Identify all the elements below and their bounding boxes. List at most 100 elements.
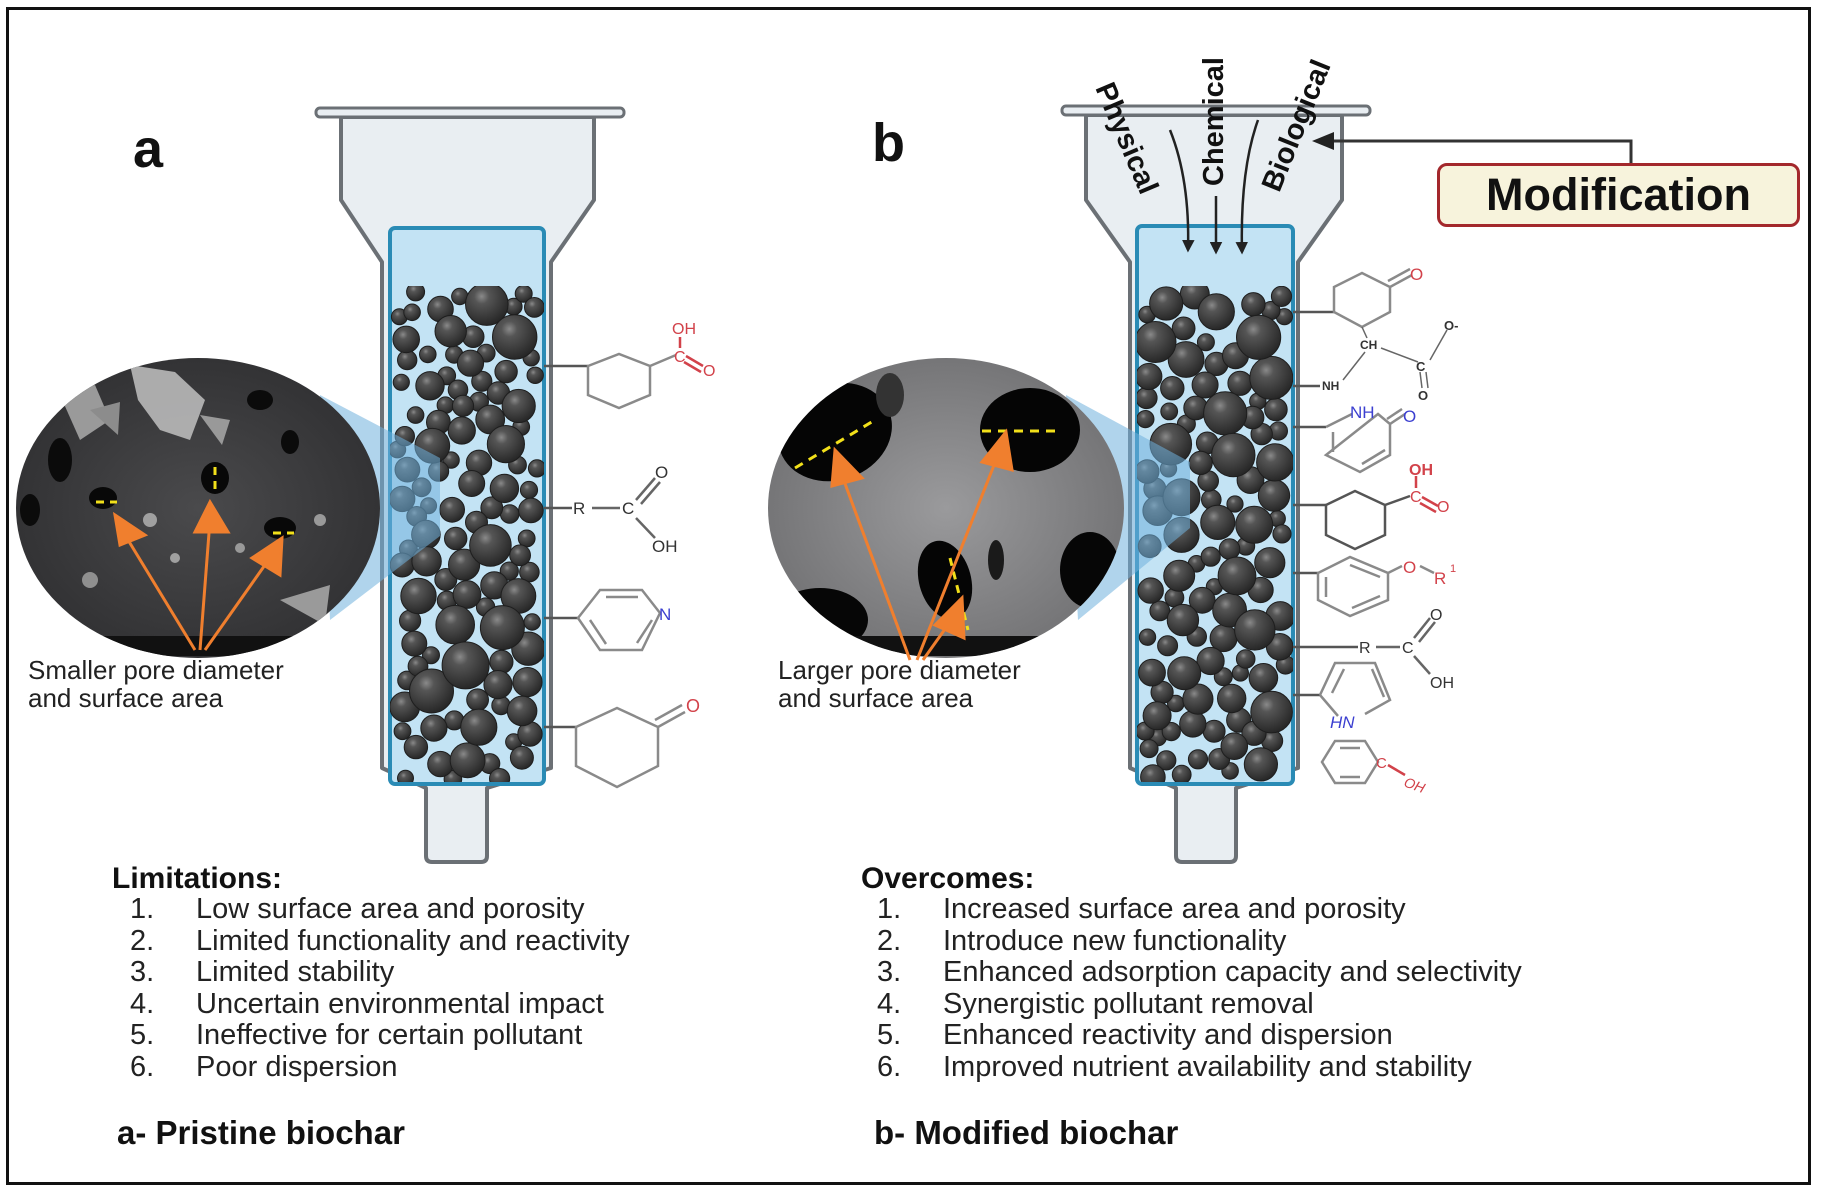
biochar-bead bbox=[1149, 600, 1171, 622]
biochar-bead bbox=[465, 286, 509, 326]
list-item-text: Introduce new functionality bbox=[943, 924, 1287, 957]
list-item: 1.Increased surface area and porosity bbox=[877, 893, 1522, 926]
biochar-bead bbox=[486, 425, 525, 464]
chem-r-a2: R bbox=[573, 499, 585, 518]
chem-ominus-b2: O- bbox=[1444, 318, 1458, 333]
biochar-bead bbox=[1234, 609, 1276, 651]
biochar-bead bbox=[1137, 410, 1155, 429]
biochar-bead bbox=[1257, 479, 1291, 512]
chem-labels-b: O CH NH C O- O NH O OH C O O R 1 R C O O… bbox=[1322, 265, 1458, 796]
biochar-bead bbox=[422, 646, 440, 665]
biochar-bead bbox=[506, 695, 538, 727]
biochar-bead bbox=[1171, 316, 1196, 341]
pore-label-b-line2: and surface area bbox=[778, 683, 974, 713]
biochar-bead bbox=[406, 406, 425, 424]
caption-pristine: a- Pristine biochar bbox=[117, 1114, 405, 1151]
biochar-bead bbox=[1142, 701, 1172, 731]
chem-oh-b4: OH bbox=[1409, 462, 1433, 479]
biochar-bead bbox=[480, 496, 504, 520]
list-item: 6.Poor dispersion bbox=[130, 1051, 630, 1084]
biochar-bead bbox=[1220, 732, 1249, 761]
column-a-lip bbox=[314, 106, 626, 119]
biochar-bead bbox=[1171, 764, 1192, 782]
chem-c-a2: C bbox=[622, 499, 634, 518]
column-b-lip bbox=[1060, 104, 1372, 117]
biochar-bead bbox=[1243, 747, 1279, 782]
biochar-bead bbox=[1166, 603, 1200, 637]
biochar-bead bbox=[1235, 649, 1256, 669]
biochar-bead bbox=[1217, 683, 1247, 714]
biochar-bead bbox=[1211, 432, 1256, 478]
chem-oh-b8: OH bbox=[1402, 774, 1428, 797]
biochar-bead bbox=[1187, 749, 1209, 770]
biochar-bead bbox=[397, 349, 418, 371]
list-item: 3.Limited stability bbox=[130, 956, 630, 989]
panel-letter-b: b bbox=[872, 113, 905, 173]
biochar-bead bbox=[1157, 635, 1179, 657]
chem-ch-b2: CH bbox=[1360, 338, 1377, 352]
biochar-bead bbox=[1196, 646, 1225, 676]
biochar-bead bbox=[456, 349, 485, 377]
biochar-bead bbox=[420, 714, 448, 742]
biochar-bead bbox=[409, 668, 454, 714]
biochar-bead bbox=[1149, 286, 1184, 321]
modification-arrows bbox=[1168, 119, 1260, 255]
list-item-number: 4. bbox=[877, 987, 902, 1020]
biochar-bead bbox=[1256, 443, 1293, 482]
biochar-bead bbox=[1227, 370, 1253, 396]
modification-label-box: Modification bbox=[1437, 163, 1800, 227]
chem-o-b1: O bbox=[1410, 265, 1423, 284]
biochar-bead bbox=[1217, 556, 1257, 596]
biochar-bead bbox=[1249, 355, 1293, 400]
chem-nh-b2: NH bbox=[1322, 379, 1339, 393]
biochar-bead bbox=[489, 649, 514, 675]
biochar-bead bbox=[419, 345, 437, 364]
biochar-bead bbox=[401, 630, 428, 657]
chem-o-b2: O bbox=[1418, 388, 1428, 403]
biochar-bead bbox=[512, 667, 543, 698]
biochar-bead bbox=[1137, 386, 1158, 410]
modification-label: Modification bbox=[1486, 169, 1751, 220]
biochar-bead bbox=[451, 394, 475, 417]
biochar-bead bbox=[466, 688, 490, 712]
chem-c-b4: C bbox=[1410, 489, 1422, 506]
list-item-text: Low surface area and porosity bbox=[196, 893, 585, 925]
biochar-bead bbox=[434, 315, 467, 348]
biochar-bead bbox=[1196, 333, 1215, 352]
limitations-list: 1.Low surface area and porosity 2.Limite… bbox=[130, 893, 630, 1084]
biochar-bead bbox=[1200, 546, 1221, 567]
biochar-bead bbox=[1188, 450, 1213, 475]
biochar-bead bbox=[483, 670, 513, 700]
pore-arrows-b bbox=[830, 428, 1014, 661]
chem-o-a1: O bbox=[703, 363, 715, 380]
chem-n-a3: N bbox=[659, 605, 671, 624]
biochar-bead bbox=[489, 768, 511, 782]
panel-letter-a: a bbox=[133, 119, 164, 179]
sem-image-b bbox=[768, 358, 1124, 658]
biochar-bead bbox=[489, 473, 520, 504]
biochar-bead bbox=[1200, 504, 1236, 541]
biochar-bead bbox=[435, 604, 476, 645]
biochar-bead bbox=[1236, 314, 1282, 360]
biochar-bead bbox=[1156, 750, 1177, 771]
biochar-bead bbox=[1248, 663, 1279, 693]
list-item-number: 6. bbox=[877, 1050, 902, 1083]
list-item: 6.Improved nutrient availability and sta… bbox=[877, 1050, 1522, 1084]
list-item-number: 3. bbox=[877, 956, 902, 988]
modification-connector bbox=[1312, 132, 1633, 163]
biochar-bead bbox=[514, 286, 533, 303]
list-item-number: 3. bbox=[130, 956, 155, 988]
biochar-bead bbox=[494, 359, 518, 384]
list-item-number: 1. bbox=[877, 893, 902, 925]
biochar-bead bbox=[1235, 505, 1274, 544]
chem-oh-a2: OH bbox=[652, 537, 678, 556]
list-item-number: 1. bbox=[130, 893, 155, 925]
list-item: 5.Ineffective for certain pollutant bbox=[130, 1019, 630, 1052]
biochar-bead bbox=[523, 613, 541, 631]
pore-label-a-line2: and surface area bbox=[28, 683, 224, 713]
biochar-bead bbox=[526, 366, 544, 384]
biochar-bead bbox=[1191, 371, 1219, 399]
biochar-bead bbox=[1254, 547, 1286, 579]
biochar-bead bbox=[403, 303, 421, 322]
